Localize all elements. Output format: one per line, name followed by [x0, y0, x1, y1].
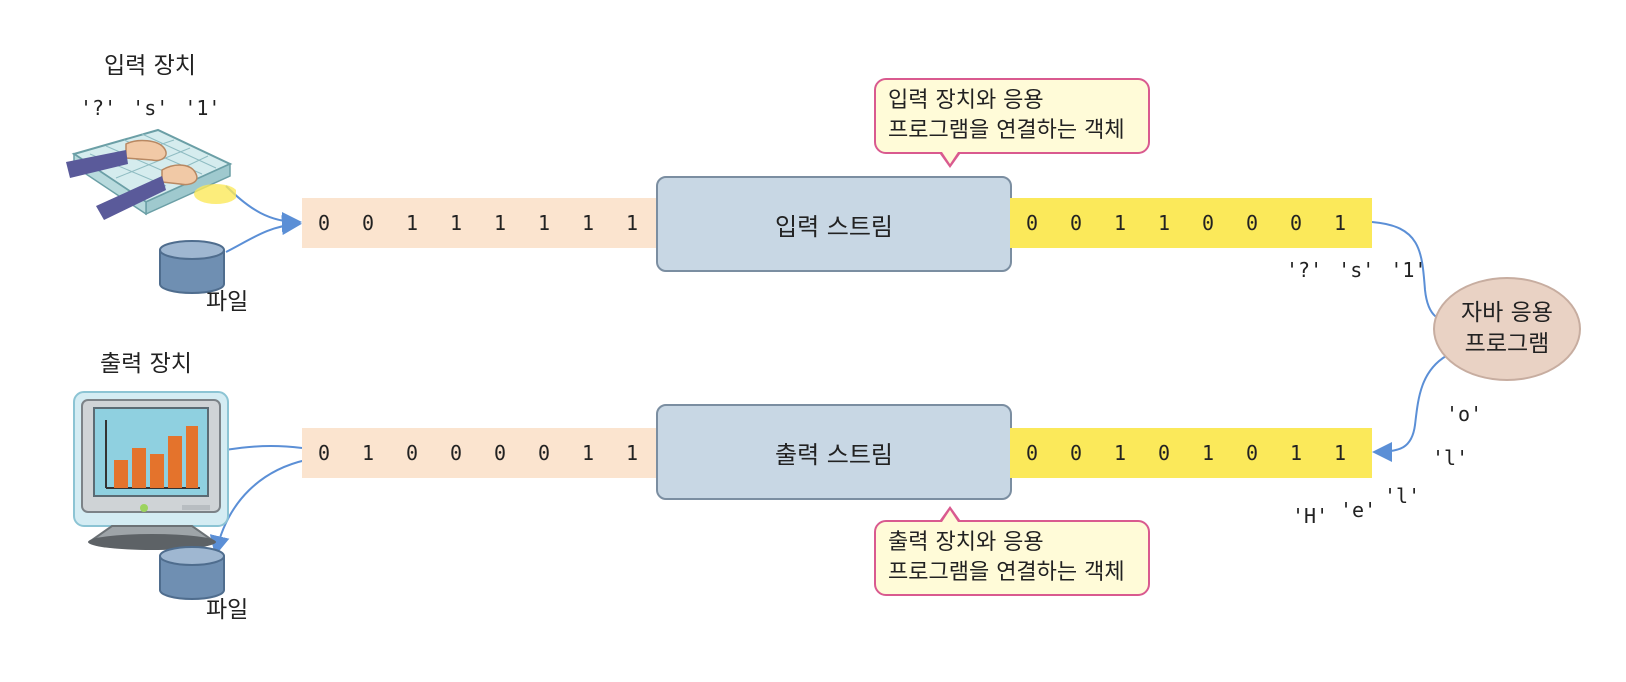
output-char-H: 'H'	[1292, 504, 1329, 528]
output-char-l: 'l'	[1432, 446, 1469, 470]
bit: 0	[1201, 211, 1215, 235]
bit: 1	[1289, 441, 1303, 465]
callout-line: 출력 장치와 응용	[888, 530, 1044, 555]
bit: 0	[1069, 211, 1083, 235]
bit: 1	[1333, 211, 1347, 235]
bit: 0	[405, 441, 419, 465]
bit: 0	[1025, 441, 1039, 465]
bit: 1	[1201, 441, 1215, 465]
bit: 1	[581, 211, 595, 235]
bit: 1	[1333, 441, 1347, 465]
bit: 0	[1069, 441, 1083, 465]
output-char-l: 'l'	[1384, 484, 1421, 508]
bit: 1	[1113, 441, 1127, 465]
bit: 0	[1245, 211, 1259, 235]
bit: 1	[493, 211, 507, 235]
output-char-o: 'o'	[1446, 402, 1483, 426]
bit: 0	[317, 441, 331, 465]
output-file-label: 파일	[206, 597, 249, 623]
bit: 0	[1289, 211, 1303, 235]
bit: 1	[361, 441, 375, 465]
callout-line: 입력 장치와 응용	[888, 88, 1044, 113]
bit: 1	[1113, 211, 1127, 235]
monitor-icon	[73, 391, 229, 550]
callout-tail-fill	[942, 510, 958, 522]
callout-line: 프로그램을 연결하는 객체	[888, 560, 1125, 585]
output-stream-bits: 0 0 1 0 1 0 1 1	[1010, 428, 1372, 478]
bit: 1	[625, 211, 639, 235]
bit: 1	[581, 441, 595, 465]
input-file-icon	[159, 240, 225, 294]
input-stream-bits: 0 0 1 1 0 0 0 1	[1010, 198, 1372, 248]
output-char-e: 'e'	[1340, 498, 1377, 522]
output-stream-box: 출력 스트림	[656, 404, 1012, 500]
output-file-icon	[159, 546, 225, 600]
input-stream-chars: '?' 's' '1'	[1286, 258, 1427, 282]
bit: 0	[317, 211, 331, 235]
input-file-label: 파일	[206, 289, 249, 315]
bit: 0	[493, 441, 507, 465]
output-device-label: 출력 장치	[100, 351, 192, 377]
bit: 0	[1157, 441, 1171, 465]
app-to-output-arrow	[1372, 355, 1447, 462]
bit: 1	[449, 211, 463, 235]
keyboard-icon	[66, 128, 236, 220]
keyboard-to-input-arrow	[225, 185, 302, 232]
output-raw-bits: 0 1 0 0 0 0 1 1	[302, 428, 658, 478]
input-device-chars: '?' 's' '1'	[80, 96, 221, 120]
bit: 1	[625, 441, 639, 465]
callout-tail-fill	[942, 152, 958, 164]
input-stream-box: 입력 스트림	[656, 176, 1012, 272]
callout-line: 프로그램을 연결하는 객체	[888, 118, 1125, 143]
output-stream-callout: 출력 장치와 응용 프로그램을 연결하는 객체	[874, 506, 1150, 596]
input-raw-bits: 0 0 1 1 1 1 1 1	[302, 198, 658, 248]
bit: 0	[1245, 441, 1259, 465]
file-to-input-arrow	[225, 215, 302, 253]
bit: 0	[1025, 211, 1039, 235]
input-stream-callout: 입력 장치와 응용 프로그램을 연결하는 객체	[874, 78, 1150, 168]
bit: 1	[405, 211, 419, 235]
output-to-file-arrow	[209, 459, 307, 556]
bit: 1	[1157, 211, 1171, 235]
app-label-line2: 프로그램	[1464, 331, 1550, 357]
input-device-label: 입력 장치	[104, 53, 196, 79]
app-label-line1: 자바 응용	[1461, 300, 1553, 326]
java-app-ellipse: 자바 응용 프로그램	[1433, 277, 1581, 381]
bit: 1	[537, 211, 551, 235]
bit: 0	[537, 441, 551, 465]
bit: 0	[449, 441, 463, 465]
bit: 0	[361, 211, 375, 235]
